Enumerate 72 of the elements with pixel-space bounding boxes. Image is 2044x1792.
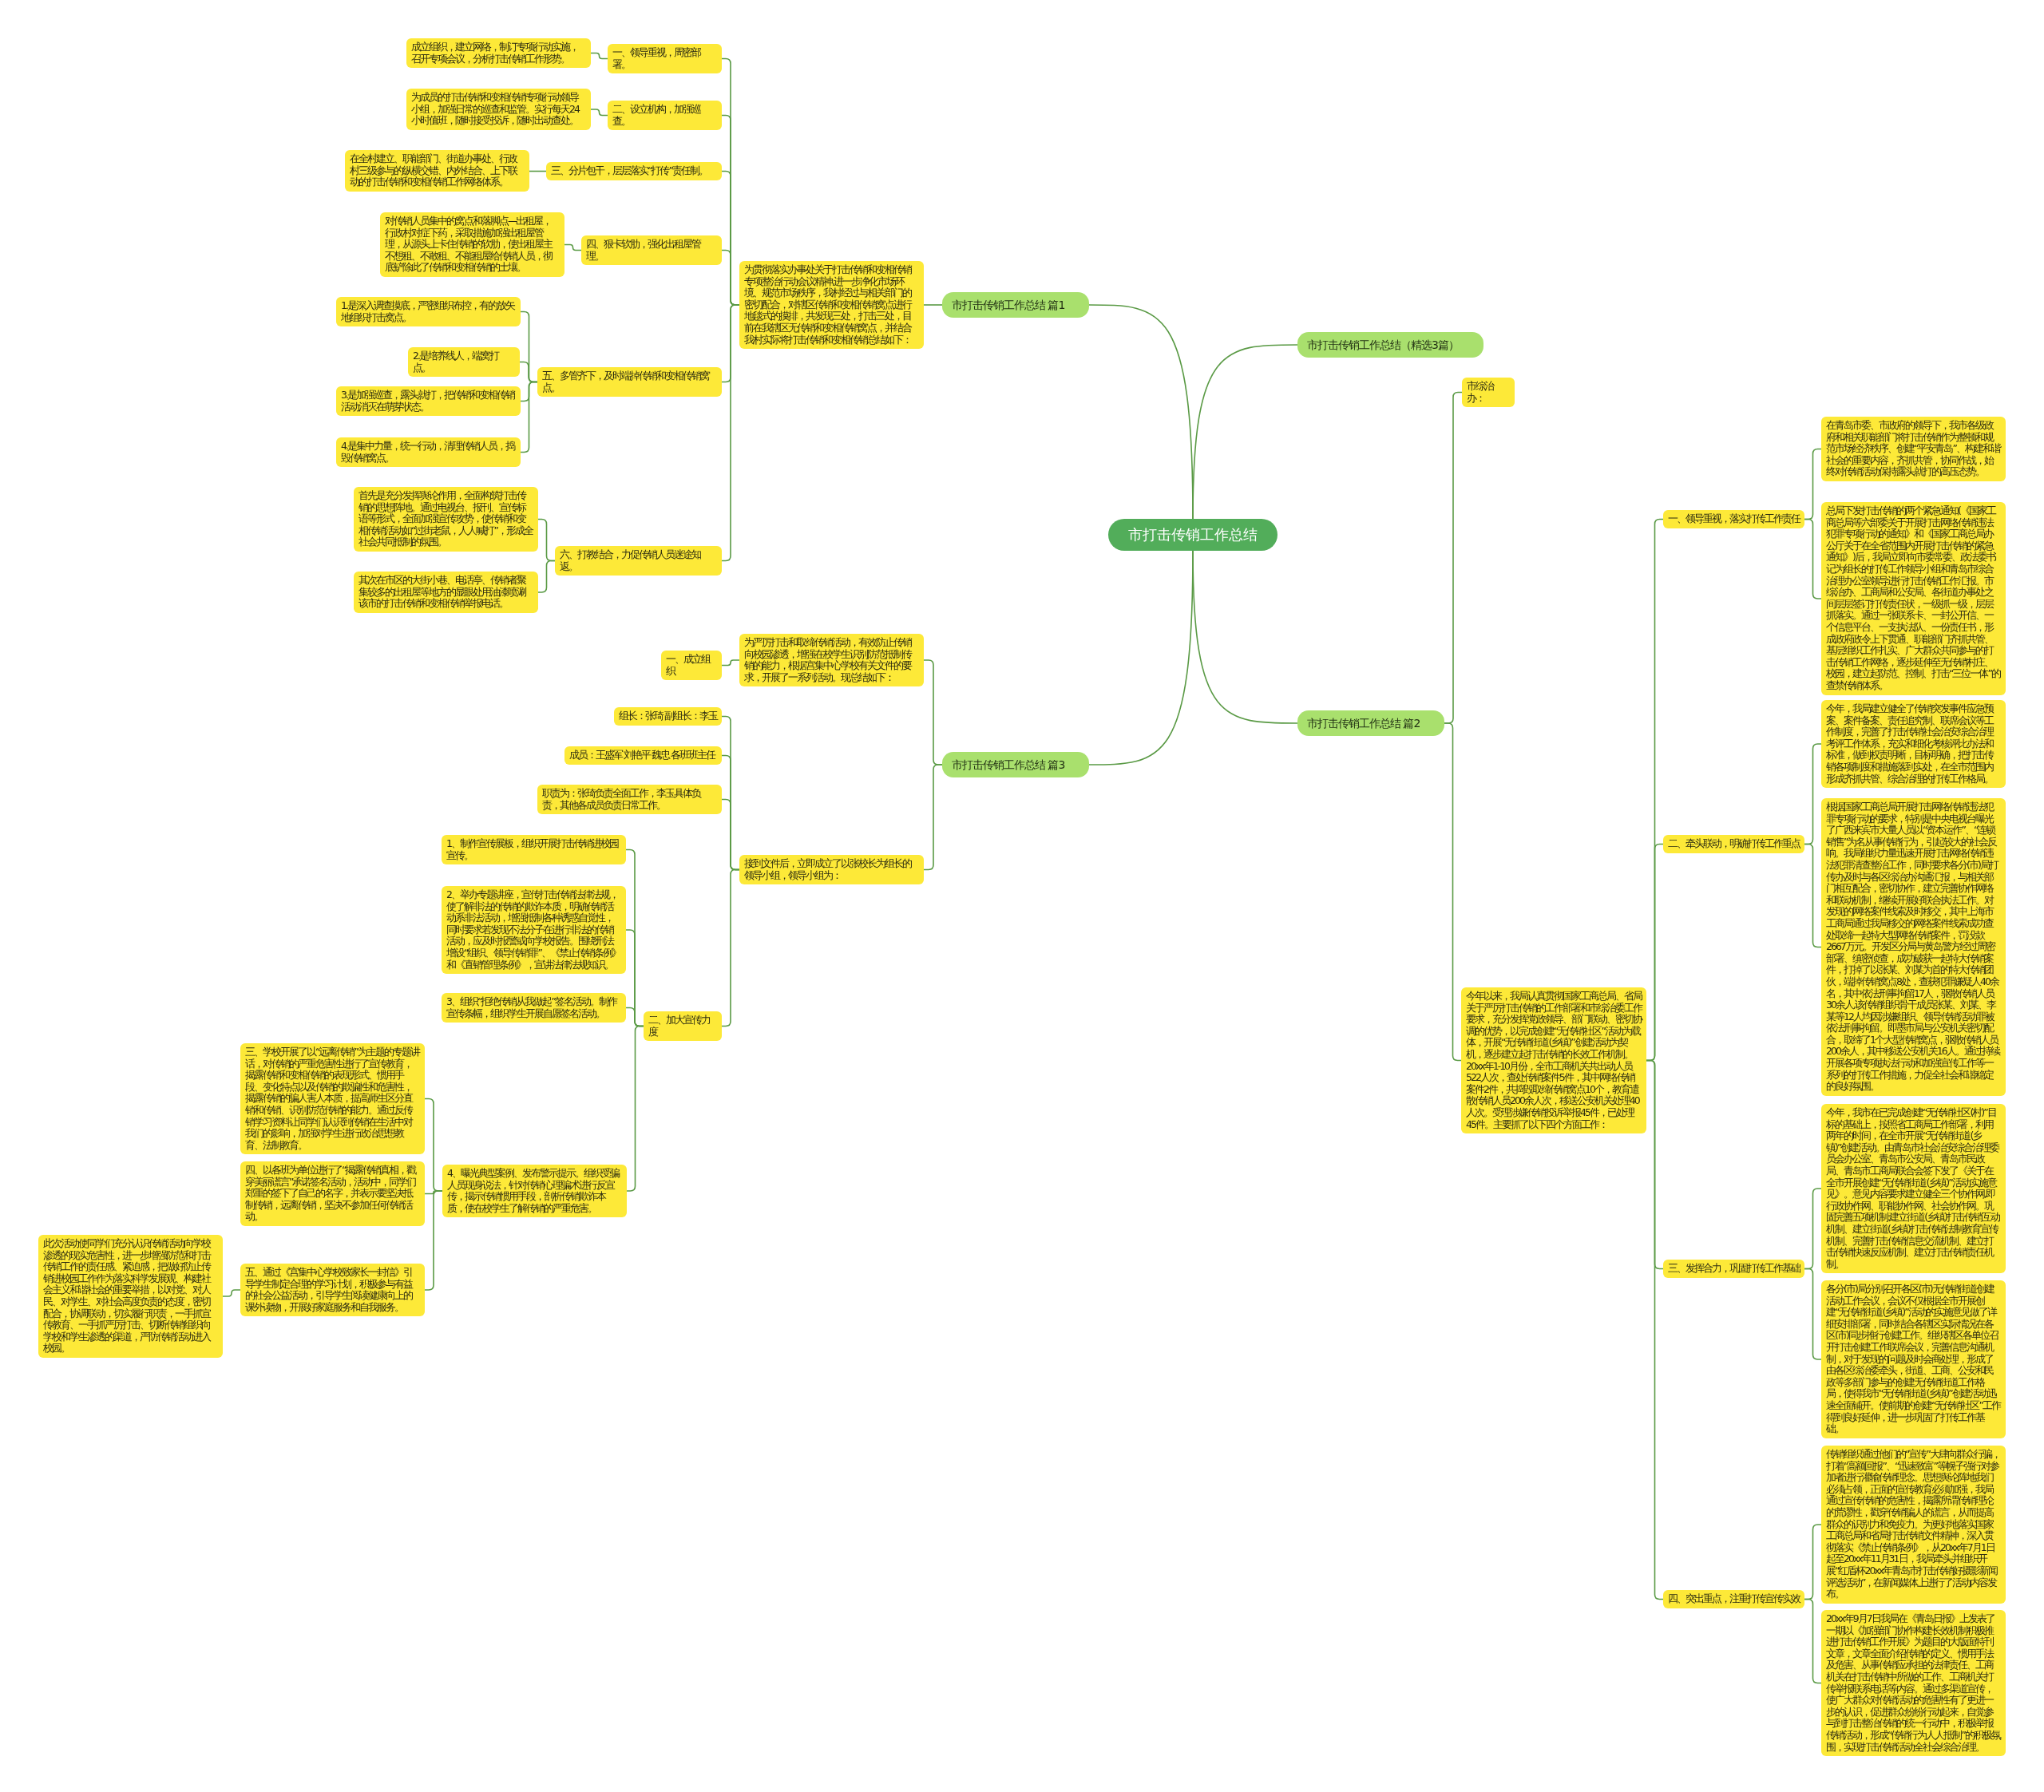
subtopic-note: 五、通过《宫集中心学校致家长一封信》引导学生制定合理的学习计划，积极参与有益的社会公益活动，引导学生阅读健康向上的课外读物，开展好家庭服务和自我服务。 (240, 1264, 425, 1317)
subtopic-note: 市综治办： (1462, 378, 1515, 408)
subtopic-note: 二、牵头联动，明确打传工作重点 (1663, 835, 1804, 853)
subtopic-note: 一、成立组织 (661, 651, 722, 681)
subtopic-note: 4.是集中力量，统一行动，清理传销人员，捣毁传销窝点。 (336, 437, 521, 468)
subtopic-note: 一、领导重视，周密部署。 (608, 44, 722, 74)
connector-line (1444, 722, 1462, 1062)
subtopic-note: 3、组织“拒绝传销从我做起”签名活动。制作宣传条幅，组织学生开展自愿签名活动。 (442, 993, 626, 1023)
subtopic-note: 四、突出重点，注重打传宣传实效 (1663, 1590, 1804, 1608)
subtopic-note: 三、学校开展了以“远离传销”为主题的专题讲话，对传销的严重危害性进行了宣传教育，揭露传销和变相传销的表现形式、惯用手段、变化特点以及传销的欺骗性和危害性，揭露传销的骗人害人本质，提高师生区分直销和传销、识别防范传销的能力。通过反传销学习资料让同学们认识到传销在生活中对我们的影响，加强对学生进行政治思想教育、法制教育。 (240, 1043, 425, 1155)
subtopic-note: 职责为：张琦负责全面工作，李玉具体负责，其他各成员负责日常工作。 (537, 785, 722, 815)
subtopic-note: 三、发挥合力，巩固打传工作基础 (1663, 1260, 1804, 1278)
connector-line (590, 109, 608, 117)
subtopic-note: 总局下发打击传销的两个紧急通知(《国家工商总局等六部委关于开展打击网络传销违法犯罪专项行动的通知》和《国家工商总局办公厅关于在全省范围内开展打击传销的紧急通知》)后，我局立即向市委常委、政法委书记为组长的打传工作领导小组和青岛市综合治理办公室领导进行打击传销工作汇报。市综治办、工商局和公安局、各街道办事处之间层层签订打传责任状，一级抓一级，层层抓落实。通过一张联系卡、一封公开信、一个信息平台、一支执法队、一份责任书，形成政府政令上下贯通、职能部门齐抓共管、基层组织工作扎实、广大群众共同参与的打击传销工作网络，逐步延伸至无传销村庄、校园，建立起防范、控制、打击“三位一体”的查禁传销体系。 (1821, 502, 2006, 695)
subtopic-note: 接到文件后，立即成立了以张校长为组长的领导小组，领导小组为： (739, 855, 924, 885)
subtopic-note: 六、打教结合，力促传销人员迷途知返。 (555, 546, 722, 576)
branch-topic: 市打击传销工作总结 篇3 (942, 752, 1089, 777)
connector-line (222, 1289, 241, 1297)
subtopic-note: 在青岛市委、市政府的领导下，我市各级政府和相关职能部门将打击传销作为整顿和规范市场经济秩序、创建“平安青岛”、构建和谐社会的重要内容，齐抓共管，协同作战，始终对传销活动保持露头就打的高压态势。 (1821, 417, 2006, 481)
subtopic-note: 二、加大宣传力度 (644, 1011, 722, 1042)
connector-line (721, 304, 740, 562)
connector-line (424, 1190, 443, 1291)
subtopic-note: 一、领导重视，落实打传工作责任 (1663, 510, 1804, 528)
subtopic-note: 四、以各班为单位进行了“揭露传销真相，戳穿美丽谎言”承诺签名活动，活动中，同学们郑重的签下了自己的名字，并表示要坚决抵制传销，远离传销，坚决不参加任何传销活动。 (240, 1161, 425, 1226)
subtopic-note: 20xx年9月7日我局在《青岛日报》上发表了一期以《加强部门协作构建长效机制积极推进打击传销工作开展》为题目的大版面特刊文章，文章全面介绍传销的定义、惯用手法及危害、从事传销应承担的法律责任、工商机关在打击传销中所做的工作、工商机关打传举报联系电话等内容。通过多渠道宣传，使广大群众对传销活动的危害性有了更进一步的认识，促进群众纷纷行动起来，自觉参与到打击整治传销的统一行动中，积极举报传销活动，形成“传销行为人人抵制”的积极氛围，实现打击传销活动全社会综合治理。 (1821, 1610, 2006, 1757)
branch-topic: 市打击传销工作总结 篇1 (942, 292, 1089, 318)
connector-line (1192, 344, 1298, 520)
subtopic-note: 其次在市区的大街小巷、电话亭、传销者聚集较多的出租屋等地方的显眼处用油漆喷涮该市的打击传销和变相传销举报电话。 (354, 572, 538, 613)
subtopic-note: 各分(市)局分别召开各区(市)无传销街道创建活动工作会议，会议不仅根据全市开展创建“无传销街道(乡镇)”活动的实施意见做了详细安排部署，同时结合各辖区实际情况在各区(市)同步推行创建工作。组织辖区各单位召开打击创建工作联席会议，完善信息沟通机制，对于发现的问题及时会商处理，形成了由各区综治委牵头，街道、工商、公安和民政等多部门参与的创建无传销街道工作格局，使得我市“无传销街道(乡镇)”创建活动迅速全面铺开。使前期的创建“无传销社区”工作得到良好延伸，进一步巩固了打传工作基础。 (1821, 1280, 2006, 1438)
connector-line (923, 304, 943, 306)
subtopic-note: 组长：张琦 副组长：李玉 (614, 707, 722, 726)
subtopic-note: 三、分片包干，层层落实“打传”责任制。 (546, 162, 722, 180)
subtopic-note: 四、狠卡软肋，强化出租屋管理。 (581, 235, 722, 266)
connector-line (721, 868, 740, 1027)
subtopic-note: 为严厉打击和取缔传销活动，有效防止传销向校园渗透，增强在校学生识别防范抵制传销的能力，根据宫集中心学校有关文件的要求，开展了一系列活动。现总结如下： (739, 634, 924, 687)
connector-line (1804, 518, 1822, 599)
branch-topic: 市打击传销工作总结（精选3篇） (1297, 332, 1483, 358)
subtopic-note: 首先是充分发挥舆论作用，全面构筑打击传销的思想阵地。通过电视台、报刊、宣传标语等形式，全面加强宣传攻势，使传销和变相传销活动如“过街老鼠，人人喊打”，形成全社会共同抵制的氛围。 (354, 487, 538, 552)
subtopic-note: 成立组织，建立网络，制订专项行动实施，召开专项会议，分析打击传销工作形势。 (406, 38, 591, 69)
subtopic-note: 3.是加强巡查，露头就打，把传销和变相传销活动消灭在萌芽状态。 (336, 386, 521, 417)
connector-line (564, 243, 582, 251)
subtopic-note: 2、举办专题讲座，宣传打击传销法律法规，使了解非法的传销的欺诈本质，明确传销活动系非法活动，增强抵制各种诱惑自觉性，同时要求若发现不法分子在进行非法的传销活动，应及时报警或向学校报告。围绕刑法增设“组织、领导传销罪”、《禁止传销条例》和《直销管理条例》，宣讲法律法规知识。 (442, 886, 626, 975)
connector-line (626, 1025, 644, 1192)
subtopic-note: 对传销人员集中的窝点和落脚点----出租屋，行政村对症下药，采取措施加强出租屋管理，从源头上卡住传销的软肋，使出租屋主不想租、不敢租、不能租屋给传销人员，彻底铲除此了传销和变相传销的土壤。 (380, 212, 564, 277)
subtopic-note: 成员：王盛军 刘艳平 魏忠 各班班主任 (564, 746, 722, 765)
subtopic-note: 根据国家工商总局开展打击网络传销违法犯罪专项行动的要求，特别是中央电视台曝光了广西来宾市大量人员以“资本运作”、“连锁销售”为名从事传销行为，引起较大的社会反响。我局组织力量迅速开展打击网络传销违法犯罪清查整治工作，同时要求各分(市)局打传办及时与各区综治办沟通汇报，与相关部门相互配合，密切协作，建立完善协作网络和联动机制，继续开展好联合执法工作。对发现的网络案件线索及时移交，其中上海市工商局通过我局移交的网络案件线索成功查处取缔一起特大型网络传销案件，罚没款2667万元。开发区分局与黄岛警方经过周密部署、缜密侦查，成功破获一起特大传销案件，打掉了以张某、刘某为首的特大传销团伙，端掉传销窝点8处，查获犯罪嫌疑人40余名，其中依法刑事拘留17人，驱散传销人员30余人,该传销组织骨干成员张某、刘某、李某等12人均因涉嫌组织、领导传销活动罪被依法刑事拘留。即墨市局与公安机关密切配合，取缔了1个大型传销窝点，驱散传销人员200余人，其中移送公安机关16人。通过持续开展各项专项执法行动和加强宣传工作等一系列的打传工作措施，力促全社会和谐稳定的良好氛围。 (1821, 798, 2006, 1096)
subtopic-note: 为成员的打击传销和变相传销专项行动领导小组，加强日常的巡查和监管。实行每天24小时值班，随时接受投诉，随时出动查处。 (406, 89, 591, 130)
connector-line (1804, 1268, 1822, 1360)
subtopic-note: 在全村建立、职能部门、街道办事处、行政村三级参与的纵横交错、内外结合、上下联动的打击传销和变相传销工作网络体系。 (345, 150, 529, 192)
subtopic-note: 此次活动使同学们充分认识传销活动向学校渗透的现实危害性，进一步增强防范和打击传销工作的责任感、紧迫感，把做好防止传销进校园工作作为落实科学发展观、构建社会主义和谐社会的重要举措，以对党、对人民、对学生、对社会高度负责的态度，密切配合，协调联动，切实履行职责，一手抓宣传教育、一手抓严厉打击、切断传销组织向学校和学生渗透的渠道，严防传销活动进入校园。 (38, 1235, 223, 1358)
connector-line (1646, 1059, 1664, 1600)
connector-line (529, 170, 547, 172)
connector-line (520, 381, 538, 453)
connector-line (1804, 1598, 1822, 1684)
connector-line (1804, 843, 1822, 948)
connector-line (1192, 550, 1298, 724)
subtopic-note: 1.是深入调查摸底，严密组织布控，有的放矢地组织打击窝点。 (336, 297, 521, 327)
central-topic: 市打击传销工作总结 (1108, 519, 1278, 551)
branch-topic: 市打击传销工作总结 篇2 (1297, 710, 1444, 736)
subtopic-note: 今年，我市在已完成创建“无传销社区(村)”目标的基础上，按照省工商局工作部署，利用两年的时间，在全市开展“无传销街道(乡镇)”创建活动。由青岛市社会治安综合治理委员会办公室、青岛市公安局、青岛市民政局、青岛市工商局联合会签下发了《关于在全市开展创建“无传销街道(乡镇)”活动实施意见》。意见内容要求建立健全三个协作网,即行政协作网、职能协作网、社会协作网。巩固完善五项机制:建立街道(乡镇)打击传销互动机制、建立街道(乡镇)打击传销法制教育宣传机制、完善打击传销信息交流机制、建立打击传销快速反应机制、建立打击传销责任机制。 (1821, 1104, 2006, 1274)
subtopic-note: 今年，我局建立健全了传销突发事件应急预案、案件备案、责任追究制、联席会议等工作制度，完善了打击传销社会治安综合治理考评工作体系，充实和细化考核评比办法和标准，做到权责明晰，目标明确，把打击传销各项制度和措施落到实处，在全市范围内形成齐抓共管、综合治理的打传工作格局。 (1821, 700, 2006, 789)
subtopic-note: 为贯彻落实办事处关于打击传销和变相传销专项整治行动会议精神,进一步净化市场环境、规范市场秩序，我村经过与相关部门的密切配合，对辖区传销和变相传销窝点进行地毯式的摸排，共发现三处，打击三处，目前在我辖区无传销和变相传销窝点，并结合我村实际将打击传销和变相传销总结如下： (739, 261, 924, 350)
subtopic-note: 2.是培养线人，端窝打点。 (408, 347, 520, 378)
subtopic-note: 1、制作宣传展板，组织开展打击传销进校园宣传。 (442, 835, 626, 865)
subtopic-note: 二、设立机构，加强巡查。 (608, 101, 722, 131)
subtopic-note: 传销组织通过他们的“宣传”大肆向群众行骗，打着“高额回报”、“迅速致富”等幌子强行对参加者进行灌输传销理念。思想舆论阵地我们必须占领，正面的宣传教育必须加强，我局通过宣传传销的危害性，揭露所谓传销理论的荒谬性，戳穿传销骗人的谎言，从而提高群众的识别力和免疫力。为更好地落实国家工商总局和省局打击传销文件精神，深入贯彻落实《禁止传销条例》，从20xx年7月1日起至20xx年11月31日，我局牵头并组织开展“红盾杯20xx年青岛市打击传销好摄影新闻评选活动”，在新闻媒体上进行了活动内容发布。 (1821, 1446, 2006, 1604)
connector-line (537, 560, 556, 593)
subtopic-note: 五、多管齐下，及时端掉传销和变相传销窝点。 (537, 367, 722, 398)
connector-line (590, 52, 608, 60)
connector-line (721, 659, 740, 667)
subtopic-note: 4、曝光典型案例、发布警示提示。组织受骗人员现身说法，针对传销心理骗术进行反宣传，揭示传销惯用手段，剖析传销欺诈本质，使在校学生了解传销的严重危害。 (442, 1165, 627, 1218)
subtopic-note: 今年以来，我局认真贯彻国家工商总局、省局关于严厉打击传销的工作部署和市综治委工作要求，充分发挥党政领导、部门联动、密切协调的优势，以完成创建“无传销社区”活动为载体，开展“无传销街道(乡镇)”创建活动为契机，逐步建立起打击传销的长效工作机制。20xx年1-10月份，全市工商机关共出动人员522人次，查处传销案件5件，其中网络传销案件2件，共捣毁取缔传销窝点10个，教育遣散传销人员200余人次，移送公安机关处理40人次。受理涉嫌传销投诉举报45件，已处理45件。主要抓了以下四个方面工作： (1461, 987, 1646, 1134)
